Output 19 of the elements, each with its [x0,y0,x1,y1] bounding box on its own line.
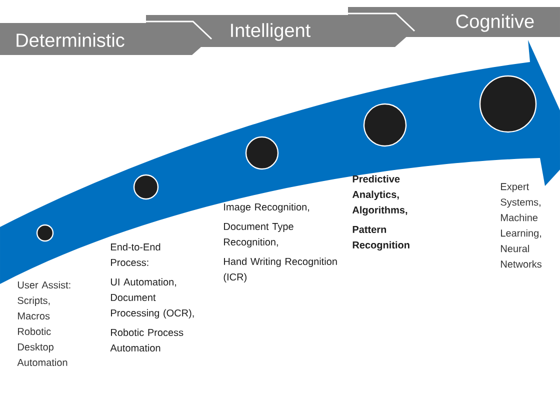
item-text: Document Type Recognition, [224,223,294,248]
chevron-band: Deterministic [0,20,212,55]
dot [133,174,159,200]
dot [479,75,537,133]
dot [36,224,54,242]
item-text: End-to-End Process: [111,243,160,266]
item-text: Image Recognition, [224,203,309,212]
dot [363,103,407,147]
item-text: Hand Writing Recognition (ICR) [224,258,337,282]
node-label: Deterministic [16,33,124,47]
dot [245,136,279,170]
item-text: User Assist: Scripts, Macros Robotic Desktop Automation [17,281,70,366]
item-text: UI Automation, Document Processing (OCR), [110,278,194,318]
node-label: Intelligent [231,23,311,41]
item-text: Predictive Analytics, Algorithms, [352,175,408,216]
node-label: Cognitive [456,14,534,32]
item-text: Pattern Recognition [352,226,410,251]
item-text: Expert Systems, Machine Learning, Neural Networks [500,183,542,268]
item-text: Robotic Process Automation [110,328,184,352]
